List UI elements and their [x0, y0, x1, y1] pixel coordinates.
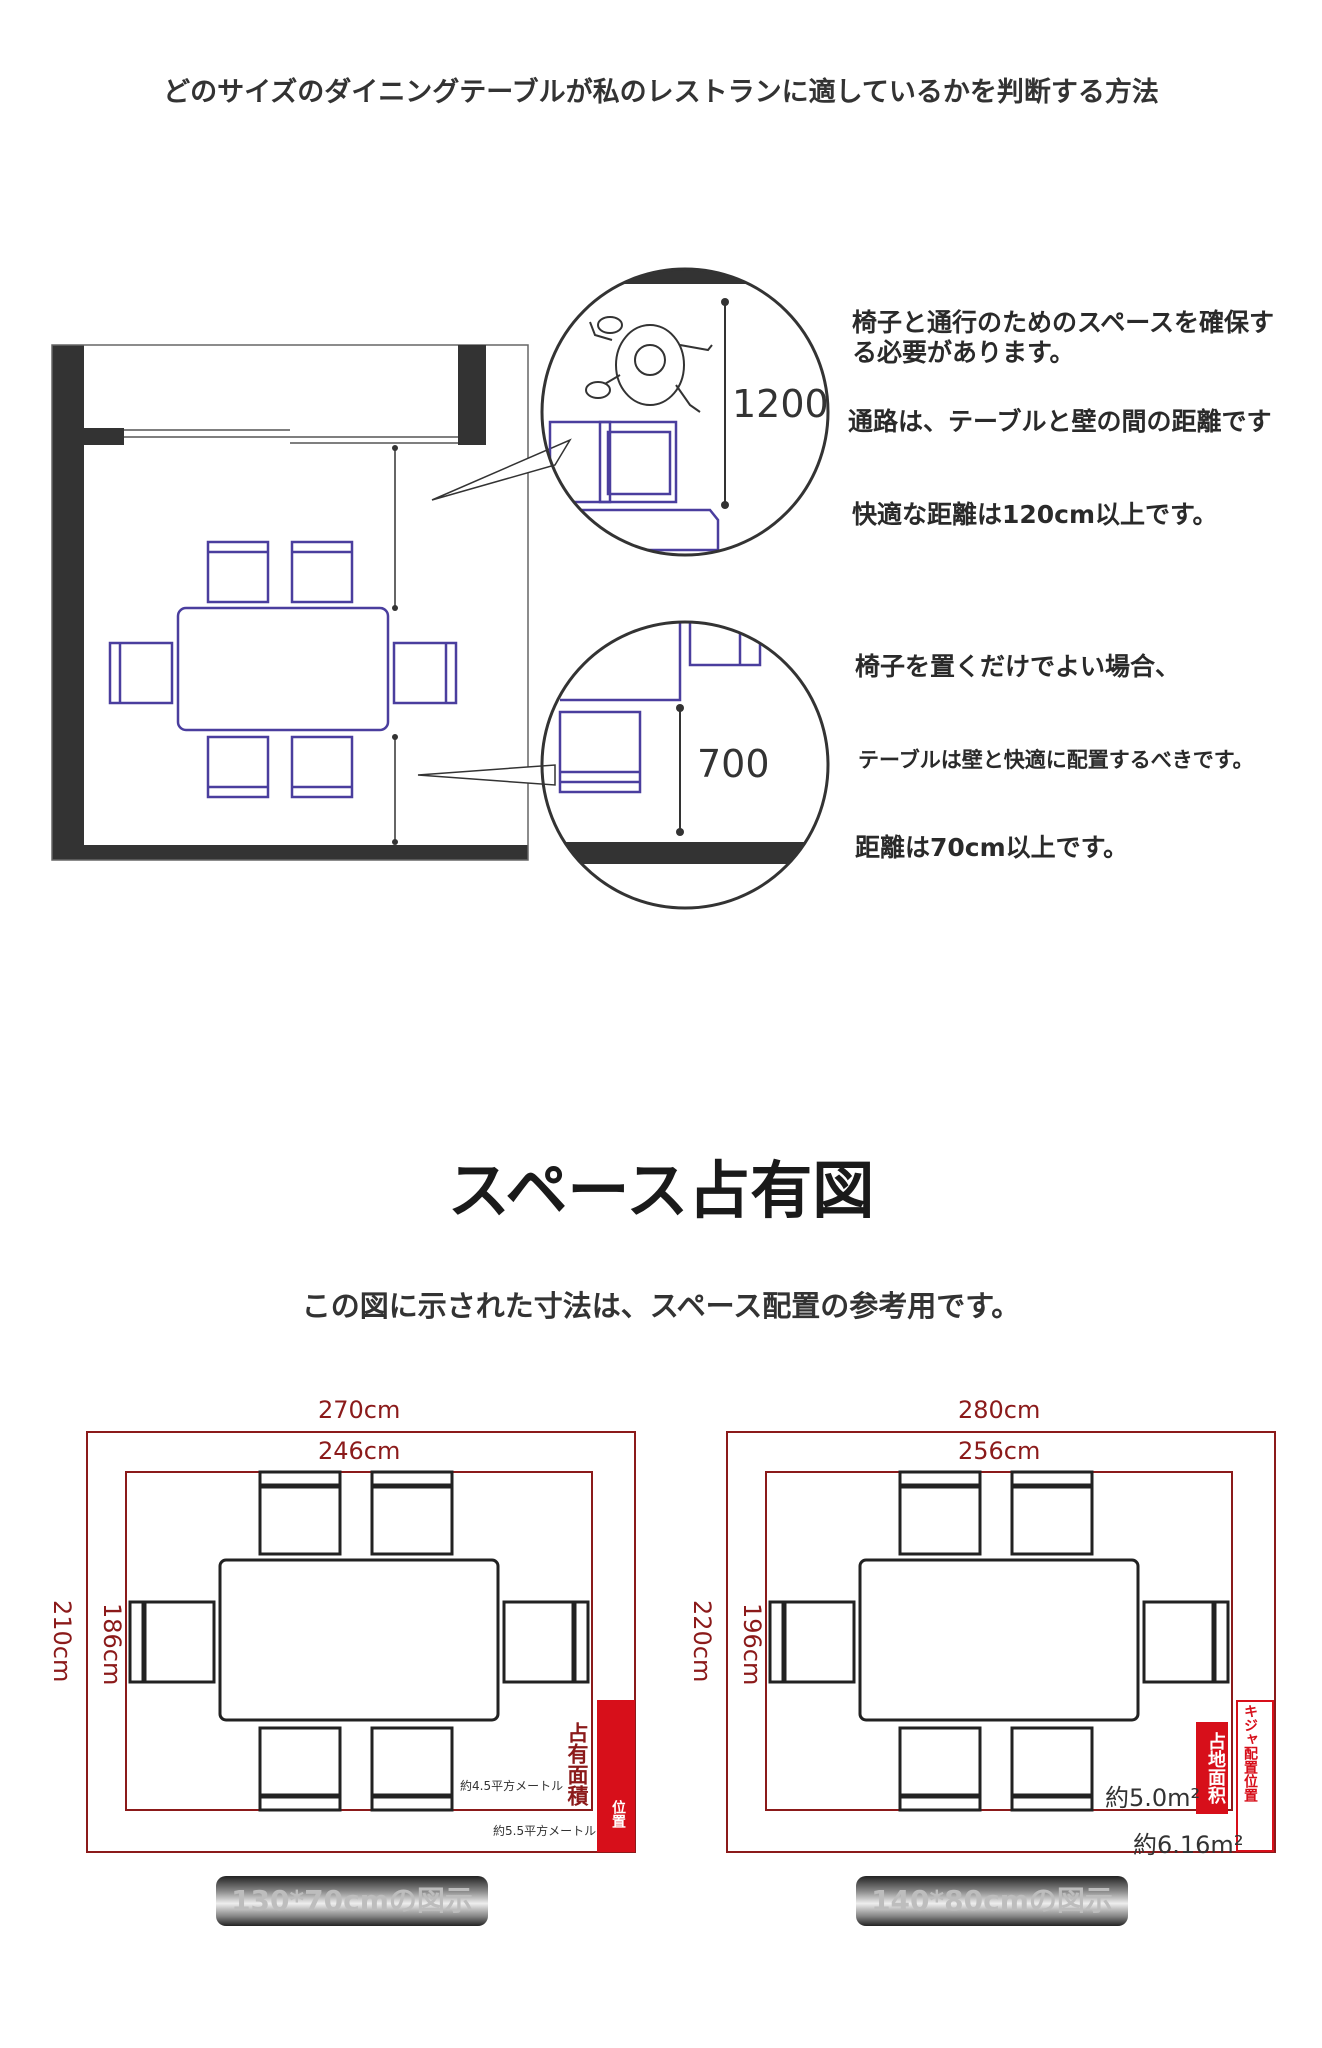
floor-plan-illustration [51, 267, 830, 910]
left-inner-width: 246cm [318, 1437, 401, 1465]
left-caption: 130*70cmの図示 [216, 1876, 488, 1926]
chair [290, 735, 354, 799]
chair [290, 540, 354, 604]
right-area-tag: 占地面积 [1196, 1722, 1228, 1814]
zoom-circle-top [540, 267, 830, 557]
chair [108, 641, 174, 705]
page-heading: どのサイズのダイニングテーブルが私のレストランに適しているかを判断する方法 [163, 77, 1159, 108]
wall-top-stub [84, 428, 124, 445]
note-2: 通路は、テーブルと壁の間の距離です [848, 407, 1272, 436]
callout-pointer-bottom [417, 764, 556, 786]
right-tag-frame [1236, 1700, 1274, 1852]
right-outer-height: 220cm [688, 1600, 716, 1683]
left-area-outer: 約5.5平方メートル [493, 1824, 597, 1838]
right-caption: 140*80cmの図示 [856, 1876, 1128, 1926]
space-diagram-title: スペース占有図 [447, 1154, 875, 1227]
chair [392, 641, 458, 705]
right-inner-width: 256cm [958, 1437, 1041, 1465]
chair [206, 735, 270, 799]
right-inner-height: 196cm [738, 1603, 766, 1686]
right-area-inner: 約5.0m² [1105, 1784, 1201, 1812]
right-tag-small: キジャ配置位置 [1242, 1704, 1258, 1802]
left-area-inner: 約4.5平方メートル [460, 1779, 564, 1793]
left-inner-height: 186cm [98, 1603, 126, 1686]
zoom-circle-bottom [540, 620, 830, 910]
note-6: 距離は70cm以上です。 [855, 833, 1129, 862]
left-tag-small: 位置 [610, 1800, 626, 1828]
space-diagrams [86, 1431, 1276, 1853]
callout-pointer-top [431, 438, 572, 501]
note-4: 椅子を置くだけでよい場合、 [855, 652, 1181, 681]
person-icon [585, 316, 713, 413]
left-area-tag: 占有面積 [565, 1722, 589, 1806]
note-1-line-2: る必要があります。 [852, 338, 1075, 367]
diagram-right [726, 1431, 1276, 1853]
note-1-line-1: 椅子と通行のためのスペースを確保す [852, 308, 1275, 337]
dimension-label-1200: 1200 [732, 382, 829, 426]
left-outer-height: 210cm [48, 1600, 76, 1683]
wall-right-stub [458, 345, 486, 445]
right-area-outer: 約6.16m² [1133, 1831, 1244, 1859]
note-5: テーブルは壁と快適に配置するべきです。 [858, 748, 1254, 772]
chair [206, 540, 270, 604]
wall-left [52, 345, 84, 860]
room-outline [51, 344, 529, 861]
left-outer-width: 270cm [318, 1396, 401, 1424]
diagram-left [86, 1431, 636, 1853]
note-3: 快適な距離は120cm以上です。 [852, 500, 1218, 529]
left-tag-bar [597, 1700, 635, 1852]
space-diagram-subtitle: この図に示された寸法は、スペース配置の参考用です。 [301, 1289, 1021, 1323]
wall-bottom [52, 845, 528, 860]
right-outer-width: 280cm [958, 1396, 1041, 1424]
dimension-label-700: 700 [697, 742, 770, 786]
dining-table [176, 606, 390, 732]
